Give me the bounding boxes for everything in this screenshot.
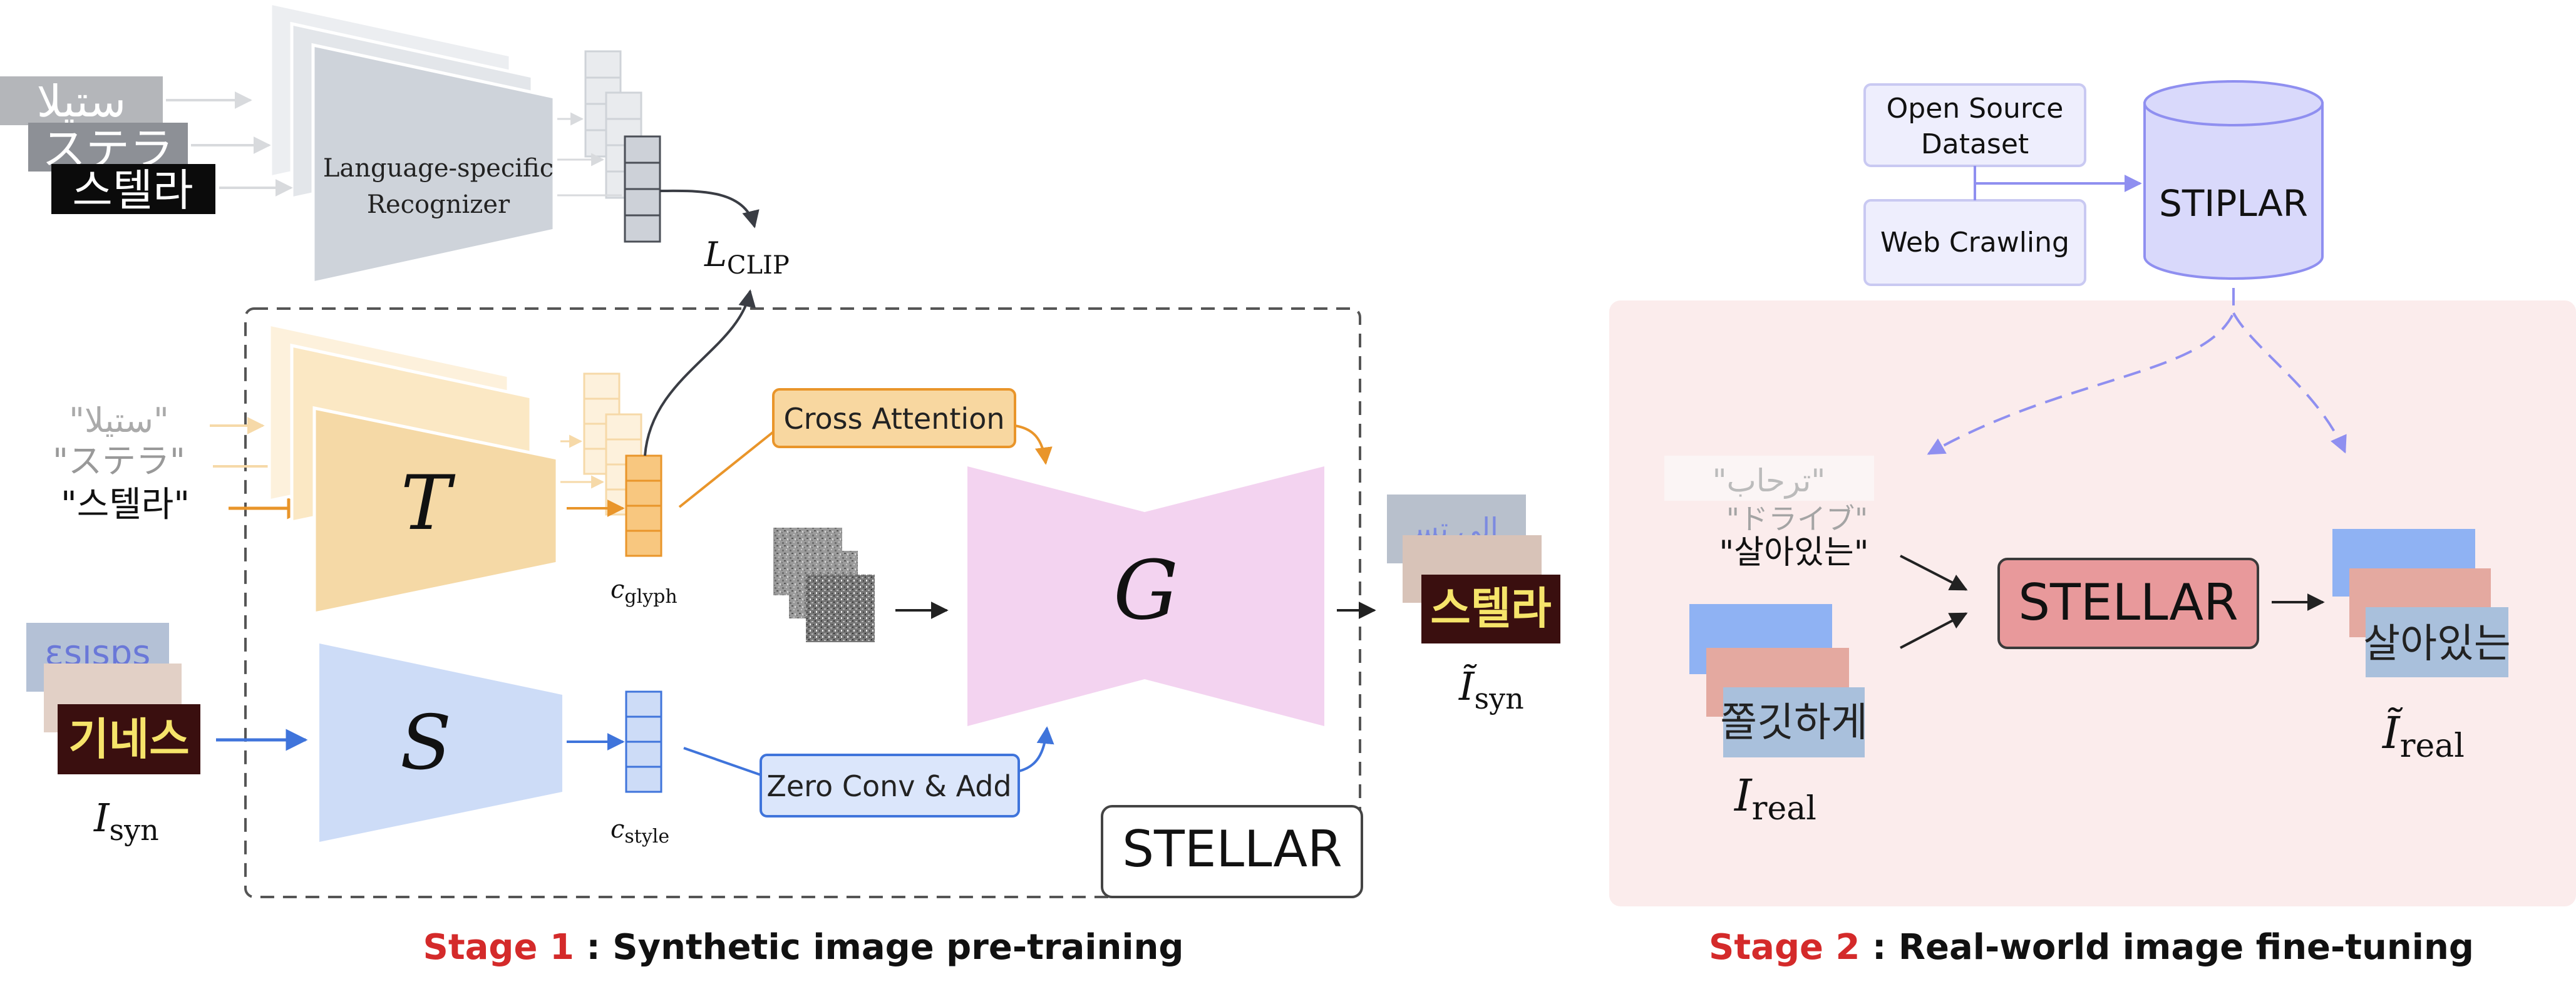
recognizer-label-line2: Recognizer bbox=[367, 190, 510, 219]
stellar-model-boundary bbox=[244, 307, 1361, 898]
stiplar-to-text-arrow bbox=[1927, 288, 2235, 455]
text-encoder-label: T bbox=[401, 460, 456, 547]
open-source-dataset-label: Open Source bbox=[1887, 93, 2064, 125]
generator-label: G bbox=[1113, 543, 1178, 638]
stellar-model-box bbox=[1997, 558, 2259, 649]
recognizer-feature bbox=[624, 135, 661, 243]
svg-text:살아있는: 살아있는 bbox=[2363, 621, 2511, 667]
glyph-condition-label: cglyph bbox=[611, 575, 677, 608]
recognizer-sample-arabic: ستيلا bbox=[0, 76, 163, 127]
stiplar-to-output-arrow bbox=[2232, 312, 2347, 454]
real-input-label: Ireal bbox=[1733, 770, 1816, 828]
real-input-image: 쫄깃하게 bbox=[1689, 604, 1868, 757]
style-condition-feature bbox=[625, 690, 662, 793]
svg-text:쫄깃하게: 쫄깃하게 bbox=[1720, 700, 1868, 746]
style-encoder bbox=[319, 643, 562, 842]
cross-attention-block bbox=[772, 388, 1016, 448]
stellar-model-label: STELLAR bbox=[2018, 573, 2238, 632]
style-encoder-label: S bbox=[400, 700, 451, 787]
stiplar-dataset-cylinder bbox=[2143, 80, 2324, 280]
generator-block bbox=[967, 466, 1324, 726]
recognizer-sample-korean: 스텔라 bbox=[51, 164, 215, 216]
stellar-badge bbox=[1101, 805, 1363, 898]
zero-conv-label: Zero Conv & Add bbox=[766, 769, 1011, 803]
open-source-dataset-label-line2: Dataset bbox=[1921, 128, 2029, 160]
recognizer-stack bbox=[269, 1, 556, 285]
style-condition-label: cstyle bbox=[611, 815, 669, 848]
real-output-image: 살아있는 bbox=[2332, 529, 2511, 677]
stellar-badge-label: STELLAR bbox=[1122, 820, 1342, 878]
stiplar-label: STIPLAR bbox=[2159, 182, 2308, 225]
zero-conv-block bbox=[760, 754, 1020, 817]
svg-text:스텔라: 스텔라 bbox=[72, 165, 193, 216]
svg-text:ستيلا: ستيلا bbox=[37, 76, 126, 127]
stage1-caption: Stage 1 : Synthetic image pre-training bbox=[423, 927, 1184, 968]
recognizer-label: Language-specific bbox=[323, 154, 554, 183]
real-output-label: Ĩreal bbox=[2381, 707, 2465, 765]
svg-text:기네스: 기네스 bbox=[68, 714, 189, 765]
real-text-japanese: "ドライブ" bbox=[1726, 502, 1868, 536]
noise-latents bbox=[773, 528, 875, 642]
stage2-caption: Stage 2 : Real-world image fine-tuning bbox=[1709, 927, 2474, 968]
web-crawling-label: Web Crawling bbox=[1880, 227, 2069, 259]
glyph-to-clip-arrow bbox=[644, 289, 756, 456]
real-text-korean: "살아있는" bbox=[1719, 534, 1868, 571]
glyph-input-japanese: "ステラ" bbox=[53, 441, 185, 481]
synthetic-output-image: ﺍﻟﻰ ﺗﺴ 스텔라 bbox=[1387, 495, 1560, 643]
glyph-input-korean: "스텔라" bbox=[61, 484, 190, 525]
glyph-input-arabic: "ستيلا" bbox=[69, 401, 169, 440]
real-text-arabic: "ترحاب" bbox=[1713, 463, 1826, 499]
svg-text:스텔라: 스텔라 bbox=[1430, 583, 1551, 634]
glyph-condition-feature bbox=[625, 454, 662, 557]
text-encoder bbox=[267, 322, 559, 616]
synthetic-output-label: Ĩsyn bbox=[1458, 664, 1524, 715]
style-input-label: Isyn bbox=[93, 795, 159, 847]
style-input-image: ɛsısɒs 기네스 bbox=[26, 623, 200, 774]
recognizer-to-loss-arrow bbox=[659, 189, 760, 228]
clip-loss-label: LCLIP bbox=[704, 235, 790, 280]
cross-attention-label: Cross Attention bbox=[783, 402, 1004, 436]
